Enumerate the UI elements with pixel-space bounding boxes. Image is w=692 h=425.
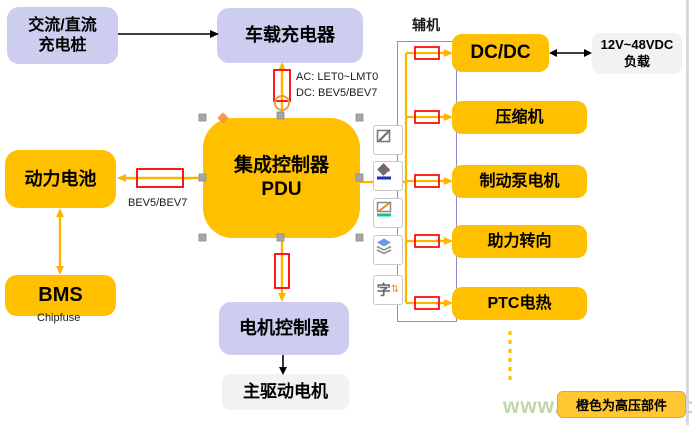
branch-brake-pump[interactable] [406,174,453,188]
arrowhead-right [444,49,453,57]
arrowhead-right [444,113,453,121]
arrowhead-down [56,266,64,275]
fuse-icon[interactable] [273,69,291,102]
arrowhead-right [210,30,219,38]
node-label: 动力电池 [24,168,97,189]
selection-handle[interactable] [198,113,207,122]
chipfuse-label: Chipfuse [37,312,81,324]
fill-color-icon [377,163,391,180]
arrowhead-right [444,177,453,185]
branch-power-steering[interactable] [406,234,453,248]
node-label: 集成控制器 PDU [233,155,329,200]
fill-color-button[interactable] [373,161,403,191]
arrowhead-right [444,299,453,307]
fuse-icon[interactable] [414,174,440,188]
fuse-icon[interactable] [414,110,440,124]
legend-label: 橙色为高压部件 [575,398,667,413]
arrowhead-right [584,49,592,57]
connector-pile-to-charger[interactable] [118,30,219,38]
arrowhead-down [278,293,286,302]
arrowhead-up [56,208,64,217]
dc-spec-label: DC: BEV5/BEV7 [296,87,378,99]
arrange-layers-button[interactable] [373,235,403,265]
scrollbar-track[interactable] [686,0,689,425]
adjust-handle-diamond[interactable] [217,112,229,124]
shape-style-icon [376,129,391,143]
connector-controller-to-motor[interactable] [279,355,287,375]
node-label: 主驱动电机 [243,382,328,402]
node-label: 助力转向 [487,232,552,250]
arrowhead-left [117,174,126,182]
branch-compressor[interactable] [406,110,453,124]
node-brake-pump-motor[interactable]: 制动泵电机 [452,165,587,198]
node-charging-pile[interactable]: 交流/直流 充电桩 [7,7,118,64]
node-dcdc[interactable]: DC/DC [452,34,549,72]
connector-battery-bms[interactable] [56,208,64,275]
fuse-icon[interactable] [414,234,440,248]
ac-spec-label: AC: LET0~LMT0 [296,71,379,83]
node-ptc-heater[interactable]: PTC电热 [452,287,587,320]
arrowhead-down [279,367,287,375]
legend-high-voltage: 橙色为高压部件 [557,391,686,418]
node-onboard-charger[interactable]: 车载充电器 [217,8,363,63]
aux-group-label: 辅机 [412,17,440,33]
node-label: 电机控制器 [239,318,329,339]
arrowhead-left [549,49,557,57]
arrange-layers-icon [376,238,392,255]
node-compressor[interactable]: 压缩机 [452,101,587,134]
node-label: PTC电热 [487,294,552,312]
node-label: 交流/直流 充电桩 [28,16,97,54]
connector-dcdc-load[interactable] [549,49,592,57]
node-label: BMS [38,284,83,306]
branch-dcdc[interactable] [406,46,453,60]
selection-handle[interactable] [355,173,364,182]
node-label: 车载充电器 [245,25,335,46]
outline-color-button[interactable] [373,198,403,228]
node-battery[interactable]: 动力电池 [5,150,116,208]
battery-fuse-spec-label: BEV5/BEV7 [128,197,188,209]
arrowhead-up [278,62,286,71]
swap-arrows-icon: ⇅ [390,284,400,295]
connector-pdu-to-motor-controller[interactable] [274,238,290,302]
node-label: 制动泵电机 [479,172,560,190]
fuse-icon[interactable] [136,168,184,188]
selection-handle[interactable] [355,233,364,242]
node-pdu[interactable]: 集成控制器 PDU [203,118,360,238]
node-bms[interactable]: BMS [5,275,116,316]
selection-handle[interactable] [355,113,364,122]
text-settings-icon: 字 [376,282,391,298]
node-motor-controller[interactable]: 电机控制器 [219,302,349,355]
selection-handle[interactable] [198,233,207,242]
selection-handle[interactable] [276,233,285,242]
selection-handle[interactable] [276,111,285,120]
node-power-steering[interactable]: 助力转向 [452,225,587,258]
node-drive-motor[interactable]: 主驱动电机 [222,374,349,410]
arrowhead-right [444,237,453,245]
fuse-icon[interactable] [414,296,440,310]
node-lv-load[interactable]: 12V~48VDC 负载 [592,33,682,74]
outline-color-icon [376,201,392,217]
node-label: 12V~48VDC 负载 [600,37,674,69]
connector-pdu-to-battery[interactable] [117,168,203,188]
fuse-icon[interactable] [414,46,440,60]
text-settings-button[interactable]: 字 ⇅ [373,275,403,305]
branch-ptc[interactable] [406,296,453,310]
rotate-handle[interactable] [274,95,290,111]
node-label: 压缩机 [495,108,544,126]
selection-handle[interactable] [198,173,207,182]
node-label: DC/DC [470,42,531,64]
shape-style-button[interactable] [373,125,403,155]
fuse-icon[interactable] [274,253,290,289]
